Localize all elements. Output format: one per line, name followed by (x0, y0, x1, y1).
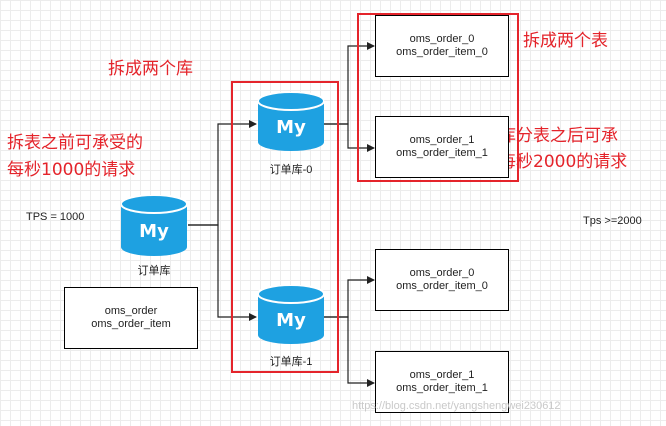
table-order-item: oms_order_item_0 (396, 280, 488, 292)
table-order: oms_order_0 (409, 33, 475, 45)
annotation-after-line2: 受每秒2000的请求 (482, 152, 628, 172)
annotation-before-line1: 拆表之前可承受的 (7, 133, 143, 153)
source-table-order-item: oms_order_item (91, 318, 171, 330)
watermark: https://blog.csdn.net/yangshengwei230612 (352, 400, 561, 412)
source-db-cylinder: My (121, 195, 187, 256)
shard0-db-cylinder: My (258, 92, 324, 151)
shard-table-group-box (357, 13, 519, 182)
edge-shard1-to-table3 (324, 316, 375, 387)
shard1-db-logo: My (276, 310, 306, 331)
shard-db-group-box (231, 81, 339, 373)
tps-left-label: TPS = 1000 (26, 211, 85, 223)
table-order: oms_order_1 (409, 134, 475, 146)
tps-right-label: Tps >=2000 (583, 215, 642, 227)
edge-shard0-to-table1 (324, 123, 375, 152)
table-box-shard1-1: oms_order_1 oms_order_item_1 (375, 351, 509, 413)
annotation-split-db: 拆成两个库 (108, 59, 193, 79)
shard0-db-logo: My (276, 117, 306, 138)
table-order-item: oms_order_item_1 (396, 382, 488, 394)
shard0-db-caption: 订单库-0 (269, 164, 313, 176)
shard1-db-cylinder: My (258, 285, 324, 344)
table-order: oms_order_1 (409, 369, 475, 381)
shard1-db-caption: 订单库-1 (269, 356, 313, 368)
table-box-shard1-0: oms_order_0 oms_order_item_0 (375, 249, 509, 311)
annotation-split-table: 拆成两个表 (523, 31, 608, 51)
table-box-shard0-1: oms_order_1 oms_order_item_1 (375, 116, 509, 178)
table-box-shard0-0: oms_order_0 oms_order_item_0 (375, 15, 509, 77)
source-db-caption: 订单库 (137, 265, 171, 277)
source-tables-box: oms_order oms_order_item (64, 287, 198, 349)
annotation-before-line2: 每秒1000的请求 (7, 160, 136, 180)
source-db-logo: My (139, 221, 169, 242)
edge-source-to-shard1 (188, 224, 257, 321)
table-order-item: oms_order_item_1 (396, 147, 488, 159)
table-order-item: oms_order_item_0 (396, 46, 488, 58)
source-table-order: oms_order (104, 305, 158, 317)
table-order: oms_order_0 (409, 267, 475, 279)
annotation-after-line1: 分库分表之后可承 (482, 126, 618, 146)
